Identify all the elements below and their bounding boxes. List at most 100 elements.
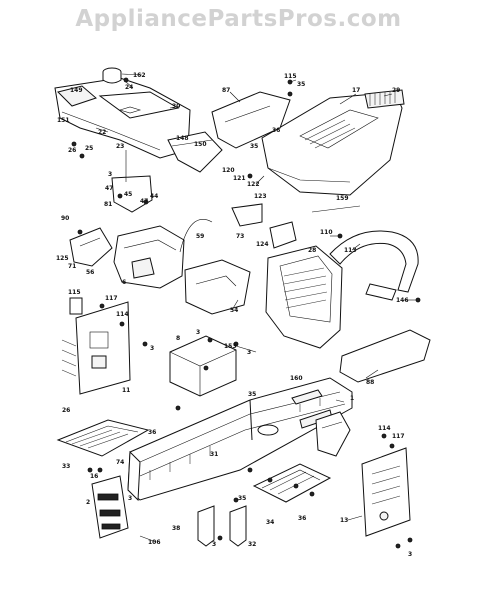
callout-label: 33: [62, 463, 70, 470]
front-bumper: [311, 205, 419, 301]
callout-label: 113: [344, 247, 357, 254]
callout-label: 35: [248, 391, 256, 398]
callout-label: 26: [68, 147, 76, 154]
callout-label: 149: [70, 87, 83, 94]
callout-label: 34: [266, 519, 274, 526]
callout-label: 3: [247, 349, 251, 356]
callout-label: 110: [320, 229, 333, 236]
callout-label: 3: [128, 495, 132, 502]
cable-arc: [179, 219, 213, 253]
callout-labels: 162 24 149 151 30 22 148 26 25 23 150 87…: [56, 72, 412, 558]
callout-label: 36: [148, 429, 156, 436]
callout-label: 159: [336, 195, 349, 202]
right-footrest: [252, 463, 332, 503]
dash-side-plate: [61, 297, 131, 395]
callout-label: 73: [236, 233, 244, 240]
hood: [261, 89, 405, 196]
callout-label: 16: [90, 473, 98, 480]
axle-bracket: [315, 411, 351, 457]
callout-label: 160: [290, 375, 303, 382]
fasteners: [71, 77, 421, 549]
callout-label: 25: [85, 145, 93, 152]
callout-label: 24: [125, 84, 133, 91]
callout-label: 47: [140, 198, 148, 205]
rear-plate: [361, 447, 411, 537]
callout-label: 124: [256, 241, 269, 248]
callout-label: 3: [212, 541, 216, 548]
callout-label: 6: [122, 279, 126, 286]
callout-label: 26: [62, 407, 70, 414]
callout-label: 125: [56, 255, 69, 262]
hood-bracket: [167, 131, 223, 173]
callout-label: 45: [124, 191, 132, 198]
callout-label: 120: [222, 167, 235, 174]
callout-label: 117: [392, 433, 405, 440]
callout-label: 13: [340, 517, 348, 524]
heat-shield: [69, 227, 113, 267]
callout-label: 59: [196, 233, 204, 240]
callout-label: 115: [284, 73, 297, 80]
callout-label: 162: [133, 72, 146, 79]
callout-label: 17: [352, 87, 360, 94]
callout-label: 150: [194, 141, 207, 148]
engine-bracket: [184, 259, 251, 315]
callout-label: 71: [68, 263, 76, 270]
callout-label: 121: [233, 175, 246, 182]
callout-label: 1: [350, 395, 354, 402]
callout-label: 56: [86, 269, 94, 276]
front-grill: [265, 245, 343, 349]
callout-label: 29: [392, 87, 400, 94]
callout-label: 151: [57, 117, 70, 124]
callout-label: 87: [222, 87, 230, 94]
callout-label: 153: [224, 343, 237, 350]
callout-label: 114: [378, 425, 391, 432]
callout-label: 35: [297, 81, 305, 88]
callout-label: 36: [298, 515, 306, 522]
callout-label: 115: [68, 289, 81, 296]
callout-label: 81: [104, 201, 112, 208]
callout-label: 22: [98, 129, 106, 136]
callout-label: 11: [122, 387, 130, 394]
bottom-brackets: [197, 505, 247, 547]
callout-label: 36: [272, 127, 280, 134]
callout-label: 123: [254, 193, 267, 200]
callout-label: 35: [238, 495, 246, 502]
front-bracket: [91, 475, 129, 539]
battery-box: [169, 335, 237, 397]
callout-label: 146: [396, 297, 409, 304]
callout-label: 148: [176, 135, 189, 142]
dash-panel: [54, 67, 191, 159]
callout-label: 23: [116, 143, 124, 150]
callout-label: 8: [176, 335, 180, 342]
callout-label: 35: [250, 143, 258, 150]
callout-label: 31: [210, 451, 218, 458]
callout-label: 2: [86, 499, 90, 506]
callout-label: 122: [247, 181, 260, 188]
callout-label: 38: [172, 525, 180, 532]
latch-bracket: [231, 203, 297, 249]
left-footrest: [56, 419, 150, 457]
hood-support: [211, 91, 291, 149]
callout-label: 3: [408, 551, 412, 558]
watermark: AppliancePartsPros.com: [75, 6, 402, 32]
callout-label: 47: [105, 185, 113, 192]
fuel-tank: [113, 225, 185, 289]
callout-label: 44: [150, 193, 158, 200]
callout-label: 54: [230, 307, 238, 314]
callout-label: 114: [116, 311, 129, 318]
callout-label: 106: [148, 539, 161, 546]
callout-label: 90: [61, 215, 69, 222]
callout-label: 3: [150, 345, 154, 352]
callout-label: 3: [196, 329, 200, 336]
callout-label: 117: [105, 295, 118, 302]
main-frame: [127, 377, 353, 502]
side-panel: [339, 329, 431, 383]
steering-bracket: [111, 150, 153, 213]
callout-label: 88: [366, 379, 374, 386]
callout-label: 28: [308, 247, 316, 254]
leader-lines: [95, 73, 416, 543]
callout-label: 74: [116, 459, 124, 466]
callout-label: 3: [108, 171, 112, 178]
